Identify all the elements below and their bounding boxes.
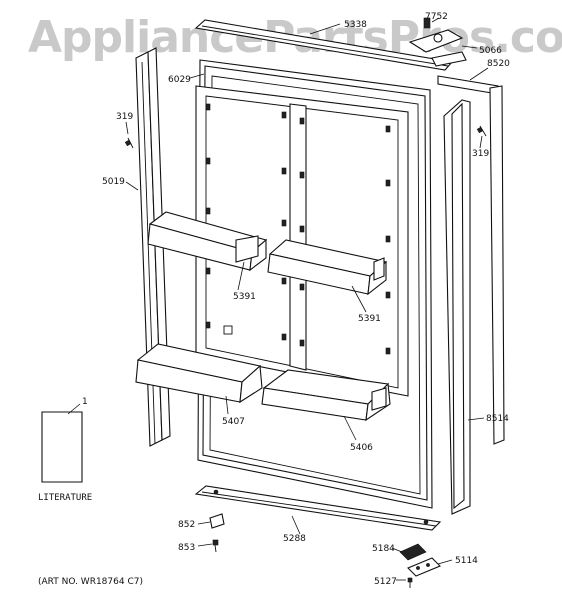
leader-lines — [67, 17, 489, 581]
right-trim-strip — [443, 99, 471, 515]
callout-5406: 5406 — [350, 443, 373, 453]
bin-supports-right — [299, 117, 391, 355]
screw-853 — [212, 539, 219, 553]
screw-319-right — [476, 125, 487, 137]
art-number: (ART NO. WR18764 C7) — [38, 577, 143, 587]
callout-7752: 7752 — [425, 12, 448, 22]
callout-5407: 5407 — [222, 417, 245, 427]
door-bin-lower-left — [135, 343, 263, 404]
bin-supports-left — [205, 103, 287, 341]
literature-label: LITERATURE — [38, 493, 92, 503]
right-gasket-strip — [437, 75, 505, 445]
screw-319-left — [124, 137, 134, 149]
callout-5391-left: 5391 — [233, 292, 256, 302]
callout-319-right: 319 — [472, 149, 489, 159]
bushing-852 — [209, 513, 225, 529]
door-bin-lower-right — [261, 369, 391, 422]
callout-5019: 5019 — [102, 177, 125, 187]
callout-8514: 8514 — [486, 414, 509, 424]
callout-5184: 5184 — [372, 544, 395, 554]
callout-5338: 5338 — [344, 20, 367, 30]
door-bin-upper-right — [267, 239, 388, 296]
callout-5391-right: 5391 — [358, 314, 381, 324]
door-bin-upper-left — [147, 211, 268, 272]
door-panel — [195, 59, 433, 509]
callout-5288: 5288 — [283, 534, 306, 544]
callout-labels: 7752 5338 5066 8520 6029 319 319 5019 53… — [82, 12, 510, 587]
callout-5066: 5066 — [479, 46, 502, 56]
callout-6029: 6029 — [168, 75, 191, 85]
callout-8520: 8520 — [487, 59, 510, 69]
callout-5114: 5114 — [455, 556, 478, 566]
bottom-hinge-bar — [194, 485, 442, 531]
callout-852: 852 — [178, 520, 195, 530]
bottom-hinge-plate — [399, 543, 441, 588]
callout-5127: 5127 — [374, 577, 397, 587]
callout-853: 853 — [178, 543, 195, 553]
literature-sheet: LITERATURE — [38, 411, 92, 503]
callout-319-left: 319 — [116, 112, 133, 122]
callout-1: 1 — [82, 397, 88, 407]
top-hinge-hardware — [408, 17, 467, 67]
